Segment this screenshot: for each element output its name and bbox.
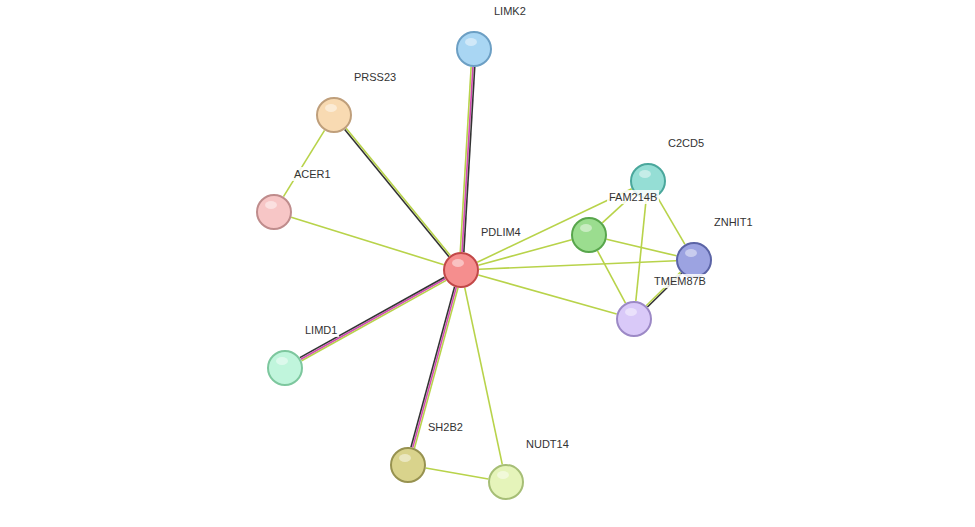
node-highlight: [580, 224, 592, 232]
evidence-line: [478, 240, 571, 266]
interaction-edge: [300, 277, 446, 361]
interaction-edge: [345, 128, 451, 256]
interaction-edge: [607, 239, 677, 256]
node-highlight: [276, 357, 288, 365]
protein-node: PDLIM4: [443, 252, 479, 288]
protein-label: FAM214B: [607, 190, 659, 204]
evidence-line: [465, 288, 503, 465]
interaction-edge: [636, 199, 646, 301]
evidence-line: [636, 199, 646, 301]
node-highlight: [465, 38, 477, 46]
node-highlight: [639, 170, 651, 178]
evidence-line: [479, 261, 676, 269]
protein-label: PDLIM4: [479, 225, 523, 239]
protein-label: SH2B2: [426, 420, 465, 434]
interaction-edge: [478, 275, 616, 314]
node-highlight: [452, 259, 464, 267]
evidence-line: [302, 280, 447, 360]
protein-label: ZNHIT1: [712, 215, 755, 229]
evidence-line: [300, 277, 445, 357]
protein-label: C2CD5: [666, 136, 706, 150]
interaction-edge: [426, 468, 489, 479]
evidence-line: [346, 128, 450, 255]
interaction-edge: [460, 67, 474, 252]
interaction-edge: [479, 261, 676, 269]
node-highlight: [265, 201, 277, 209]
interaction-edge: [291, 217, 444, 264]
protein-label: LIMD1: [303, 323, 339, 337]
protein-label: TMEM87B: [652, 274, 708, 288]
interaction-edge: [283, 130, 324, 196]
node-highlight: [497, 471, 509, 479]
protein-node: NUDT14: [488, 464, 524, 500]
interaction-edge: [478, 240, 571, 266]
evidence-line: [462, 67, 473, 252]
interaction-edge: [465, 288, 503, 465]
evidence-line: [464, 67, 475, 252]
evidence-line: [426, 468, 489, 479]
interaction-edge: [598, 251, 626, 303]
node-highlight: [399, 454, 411, 462]
node-highlight: [325, 104, 337, 112]
evidence-line: [283, 130, 324, 196]
protein-node: LIMD1: [267, 350, 303, 386]
interaction-edge: [657, 197, 685, 245]
evidence-line: [291, 217, 444, 264]
protein-node: SH2B2: [390, 447, 426, 483]
evidence-line: [301, 279, 446, 359]
protein-label: ACER1: [292, 167, 333, 181]
evidence-line: [345, 129, 449, 256]
evidence-line: [607, 239, 677, 256]
evidence-line: [598, 251, 626, 303]
protein-node: ACER1: [256, 194, 292, 230]
protein-node: PRSS23: [316, 97, 352, 133]
protein-node: FAM214B: [571, 217, 607, 253]
protein-node: ZNHIT1: [676, 242, 712, 278]
protein-node: TMEM87B: [616, 301, 652, 337]
protein-label: NUDT14: [524, 437, 571, 451]
node-highlight: [625, 308, 637, 316]
node-highlight: [685, 249, 697, 257]
protein-node: LIMK2: [456, 31, 492, 67]
protein-label: LIMK2: [492, 4, 528, 18]
evidence-line: [657, 197, 685, 245]
evidence-line: [478, 275, 616, 314]
protein-label: PRSS23: [352, 70, 398, 84]
